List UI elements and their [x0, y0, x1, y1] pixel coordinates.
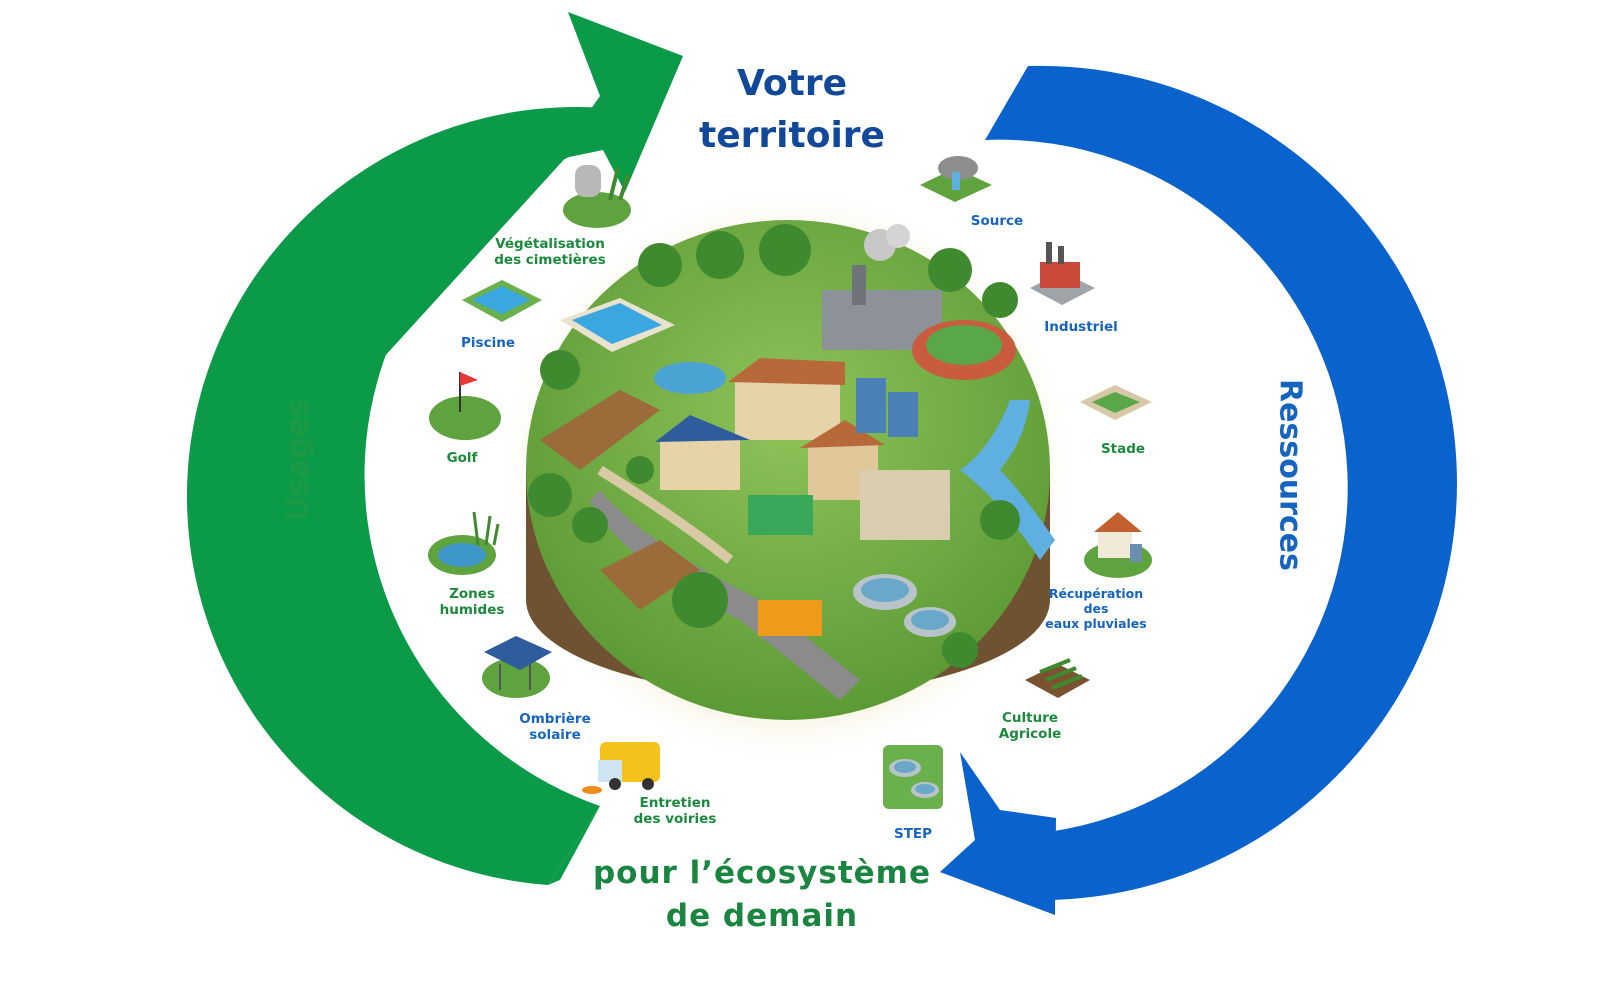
label-step: STEP	[893, 826, 933, 842]
page-title: Votre territoire	[699, 58, 885, 162]
cemetery-icon	[563, 165, 631, 228]
label-rainwater: Récupération des eaux pluviales	[1045, 586, 1147, 631]
pool-icon	[462, 280, 542, 322]
bottom-line2: de demain	[665, 898, 859, 934]
spring-icon	[920, 156, 992, 202]
title-line1: Votre	[736, 63, 847, 104]
bottom-line1: pour l’écosystème	[592, 855, 932, 891]
crops-icon	[1025, 658, 1090, 698]
rainwater-house-icon	[1084, 512, 1152, 578]
usages-arrow	[186, 12, 683, 885]
stadium-icon	[1080, 385, 1152, 420]
label-pool: Piscine	[461, 335, 515, 351]
wetland-icon	[428, 511, 500, 575]
label-golf: Golf	[446, 450, 478, 466]
title-line2: territoire	[699, 115, 885, 156]
usages-label: Usages	[280, 398, 316, 522]
territory-island	[496, 183, 1080, 767]
ressources-arrow	[940, 65, 1457, 915]
label-spring: Source	[970, 213, 1024, 229]
label-street-maintenance: Entretien des voiries	[633, 795, 717, 827]
wastewater-plant-icon	[883, 745, 943, 809]
label-industrial: Industriel	[1044, 319, 1118, 335]
label-wetlands: Zones humides	[439, 586, 505, 618]
factory-icon	[1030, 242, 1095, 305]
street-sweeper-icon	[582, 742, 660, 794]
ressources-label: Ressources	[1272, 379, 1308, 571]
label-agriculture: Culture Agricole	[998, 710, 1062, 742]
label-cemetery: Végétalisation des cimetières	[494, 236, 606, 268]
bottom-caption: pour l’écosystème de demain	[593, 852, 931, 938]
golf-icon	[429, 372, 501, 440]
label-solar-shade: Ombrière solaire	[519, 711, 591, 743]
label-stadium: Stade	[1100, 441, 1146, 457]
solar-shade-icon	[482, 636, 552, 698]
